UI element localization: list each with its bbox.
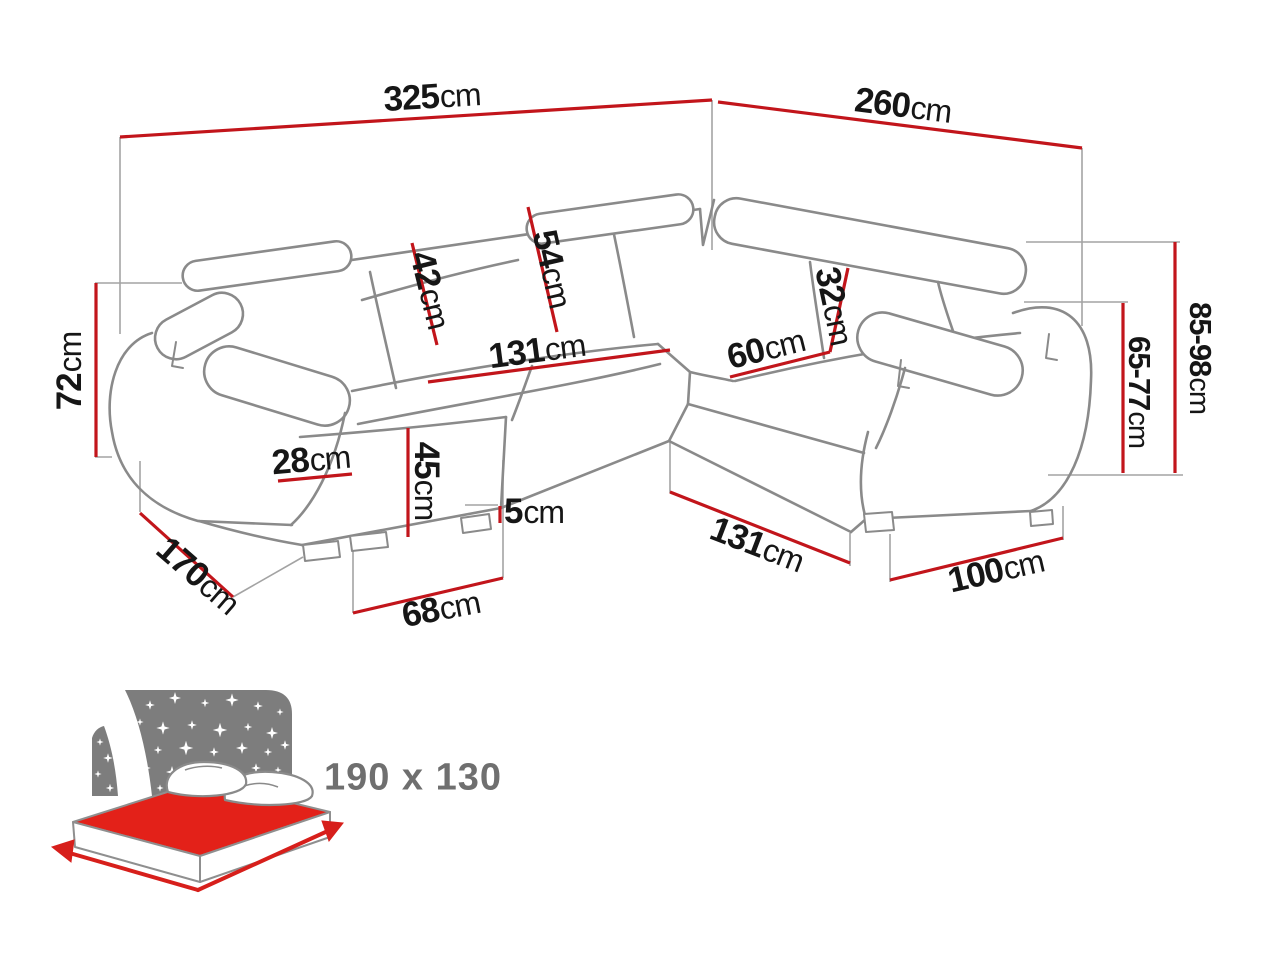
wall-guide-lines [119, 100, 1083, 334]
dim-line-170 [138, 511, 235, 599]
dim-5-unit: cm [523, 494, 565, 530]
dim-line-100 [889, 536, 1064, 582]
dim-68-unit: cm [436, 583, 484, 627]
dim-6577-unit: cm [1122, 411, 1154, 448]
dim-68-value: 68 [398, 589, 443, 636]
dim-8598-unit: cm [1183, 377, 1215, 414]
dim-back-height-unit: cm [52, 331, 88, 373]
dim-28-unit: cm [308, 438, 352, 479]
dim-line-32 [828, 267, 850, 353]
dim-line-total-depth [717, 100, 1083, 150]
headrest-bracket-right [897, 359, 910, 389]
bed-icon-headboard [92, 690, 292, 796]
left-arm-outline [108, 331, 294, 527]
headrest-right [712, 196, 1028, 296]
dim-line-28 [277, 472, 353, 483]
dimension-lines [94, 98, 1177, 615]
right-arm-outline [1011, 306, 1093, 513]
headrest-left-1 [181, 239, 353, 293]
dim-total-depth-value: 260 [852, 80, 913, 126]
dim-line-total-width [119, 98, 713, 139]
dim-total-width-value: 325 [382, 76, 441, 119]
sleeping-area-size-label: 190 x 130 [324, 757, 502, 800]
dim-line-68 [352, 576, 504, 615]
dim-5-value: 5 [503, 492, 523, 531]
dim-45-unit: cm [408, 479, 444, 521]
dim-131a-value: 131 [486, 330, 547, 377]
sofa-feet [302, 509, 1054, 562]
dim-total-width-unit: cm [438, 76, 482, 115]
dim-line-60 [729, 350, 831, 379]
dim-line-54 [526, 206, 559, 333]
dim-line-131a [427, 348, 671, 384]
dim-8598-value: 85-98 [1183, 302, 1218, 377]
dim-back-height-value: 72 [50, 373, 89, 411]
dim-32-unit: cm [816, 300, 860, 349]
bed-icon [50, 690, 344, 892]
sleeping-area-size-text: 190 x 130 [323, 756, 503, 799]
bed-icon-arrows [50, 820, 344, 892]
dim-28-value: 28 [270, 440, 311, 483]
headrest-bracket-right-2 [1045, 333, 1058, 361]
dim-6577-value: 65-77 [1122, 336, 1157, 411]
headrest-bracket-left [171, 341, 184, 369]
headrest-left-2 [525, 193, 695, 245]
dim-45-value: 45 [407, 441, 446, 479]
left-headrest-pillow [153, 291, 245, 361]
dim-42-unit: cm [412, 284, 457, 333]
dim-total-depth-unit: cm [908, 89, 954, 130]
dim-100-unit: cm [999, 542, 1048, 587]
dim-131a-unit: cm [542, 326, 588, 368]
dim-line-42 [410, 242, 439, 346]
dim-54-unit: cm [534, 263, 579, 312]
left-arm-cushion [202, 345, 352, 427]
bed-icon-pillows [165, 760, 314, 807]
right-arm-cushion [856, 311, 1024, 397]
sofa-drawing [108, 193, 1093, 562]
dim-line-131b [669, 490, 851, 565]
